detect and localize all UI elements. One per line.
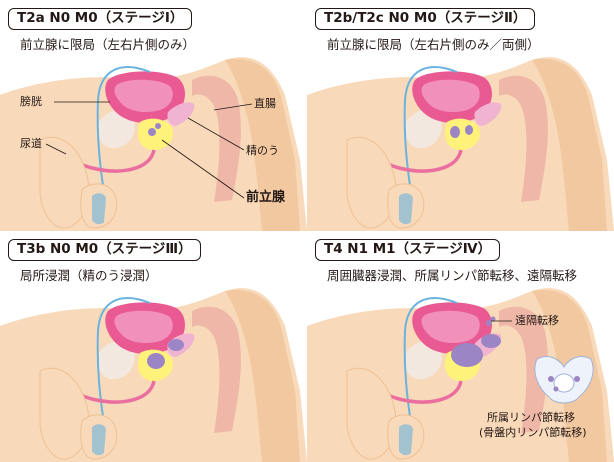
- label-prostate: 前立腺: [246, 190, 286, 205]
- stage-description: 前立腺に限局（左右片側のみ）: [20, 37, 196, 52]
- label-bladder: 膀胱: [20, 95, 42, 108]
- tumor-overlay: [45, 101, 253, 199]
- stage-title: T4 N1 M1（ステージⅣ）: [315, 239, 501, 261]
- stage-description: 局所浸潤（精のう浸潤）: [20, 268, 158, 283]
- tumor-overlay: [147, 339, 184, 369]
- label-distant-metastasis: 遠隔転移: [515, 314, 559, 327]
- stage-title: T3b N0 M0（ステージⅢ）: [8, 239, 201, 261]
- panel-stage-4: T4 N1 M1（ステージⅣ） 周囲臓器浸潤、所属リンパ節転移、遠隔転移 遠隔転…: [307, 231, 614, 462]
- label-urethra: 尿道: [20, 137, 42, 150]
- stage-title: T2a N0 M0（ステージⅠ）: [8, 8, 193, 30]
- panel-stage-3: T3b N0 M0（ステージⅢ） 局所浸潤（精のう浸潤）: [0, 231, 307, 462]
- tumor-overlay: [450, 125, 473, 138]
- stage-description: 周囲臓器浸潤、所属リンパ節転移、遠隔転移: [327, 268, 578, 283]
- tumor-overlay: [451, 316, 512, 367]
- panel-stage-2: T2b/T2c N0 M0（ステージⅡ） 前立腺に限局（左右片側のみ／両側）: [307, 0, 614, 231]
- label-regional-lymph: 所属リンパ節転移: [487, 411, 575, 424]
- panel-stage-1: T2a N0 M0（ステージⅠ） 前立腺に限局（左右片側のみ） 膀胱 尿道 直腸…: [0, 0, 307, 231]
- stage-title: T2b/T2c N0 M0（ステージⅡ）: [315, 8, 536, 30]
- label-regional-lymph-note: (骨盤内リンパ節転移): [479, 426, 587, 439]
- label-seminal-vesicle: 精のう: [246, 144, 279, 157]
- label-rectum: 直腸: [254, 97, 276, 110]
- pelvis-illustration: [534, 356, 594, 404]
- stage-description: 前立腺に限局（左右片側のみ／両側）: [327, 37, 540, 52]
